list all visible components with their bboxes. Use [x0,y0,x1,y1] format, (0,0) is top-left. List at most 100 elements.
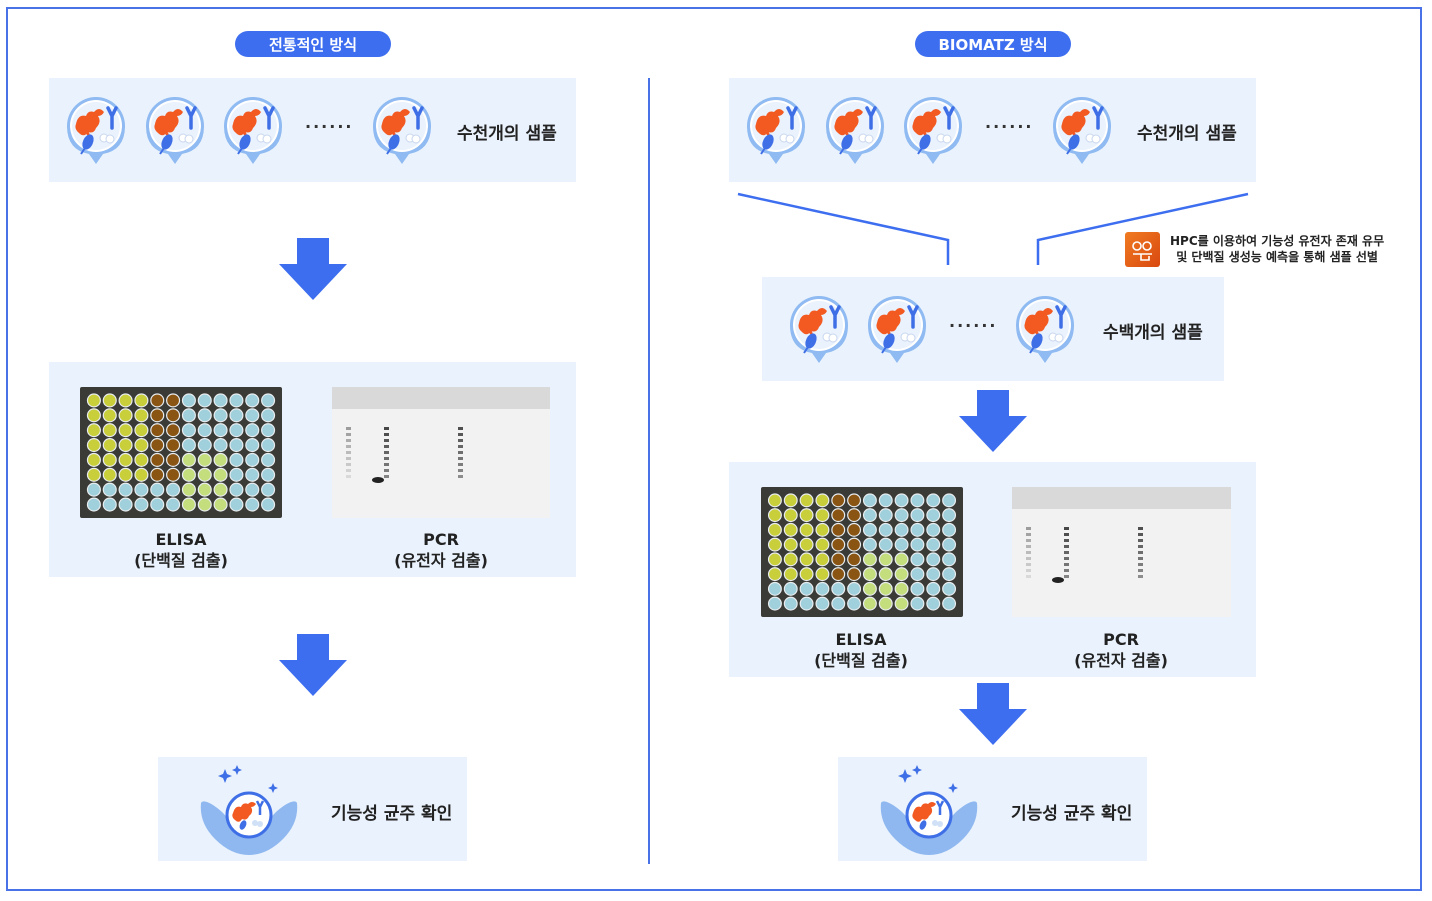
gel-band [384,427,389,430]
plate-well [86,497,101,512]
plate-well [102,482,117,497]
gel-band [1026,563,1031,566]
plate-well [831,522,846,537]
plate-well [213,408,228,423]
ellipsis-dots: ······ [985,117,1034,136]
pcr-title: PCR [423,530,459,549]
plate-well [213,423,228,438]
left-samples-panel [49,78,576,182]
plate-well [910,552,925,567]
gel-band [1064,533,1069,536]
down-arrow-icon [959,683,1027,745]
plate-well [229,482,244,497]
plate-well [166,393,181,408]
plate-well [229,408,244,423]
plate-well [783,552,798,567]
plate-well [894,581,909,596]
plate-well [181,497,196,512]
left-result-label: 기능성 균주 확인 [331,804,453,824]
plate-well [102,423,117,438]
plate-well [831,508,846,523]
gel-band [458,445,463,448]
plate-well [862,522,877,537]
gel-band [1026,575,1031,578]
plate-well [134,497,149,512]
plate-well [878,596,893,611]
gel-band [1026,551,1031,554]
plate-well [926,508,941,523]
plate-well [197,393,212,408]
plate-well [213,482,228,497]
elisa-subtitle: (단백질 검출) [134,551,228,570]
plate-well [862,552,877,567]
plate-well [150,482,165,497]
plate-well [197,482,212,497]
plate-well [245,497,260,512]
plate-well [166,408,181,423]
gel-band [1138,533,1143,536]
plate-well [910,508,925,523]
gel-band [384,433,389,436]
gel-band [1064,557,1069,560]
pcr-gel-image [1012,487,1231,617]
gel-band [1138,527,1143,530]
plate-well [847,596,862,611]
plate-well [799,508,814,523]
plate-well [862,567,877,582]
right-samples-panel [729,78,1256,182]
plate-well [181,452,196,467]
plate-well [862,493,877,508]
plate-well [831,537,846,552]
gel-band [1026,539,1031,542]
plate-well [831,567,846,582]
plate-well [799,567,814,582]
plate-well [862,596,877,611]
ellipsis-dots: ······ [305,117,354,136]
gel-band [384,469,389,472]
plate-well [134,438,149,453]
gel-band [1138,563,1143,566]
gel-band [458,451,463,454]
center-divider [648,78,650,864]
plate-well [926,537,941,552]
plate-well [181,467,196,482]
plate-well [245,393,260,408]
gel-band [1026,527,1031,530]
gel-band [1138,539,1143,542]
plate-well [847,581,862,596]
plate-well [86,438,101,453]
plate-well [245,423,260,438]
plate-well [245,482,260,497]
left-title: 전통적인 방식 [268,35,358,54]
down-arrow-icon [959,390,1027,452]
plate-well [878,552,893,567]
plate-well [261,423,276,438]
plate-well [166,452,181,467]
gel-band [1138,575,1143,578]
elisa-plate-image [80,387,282,518]
plate-well [878,537,893,552]
gel-band [1026,569,1031,572]
plate-well [197,438,212,453]
plate-well [910,493,925,508]
plate-well [118,408,133,423]
plate-well [767,581,782,596]
plate-well [229,393,244,408]
plate-well [229,497,244,512]
plate-well [102,497,117,512]
plate-well [261,452,276,467]
plate-well [767,596,782,611]
plate-well [815,493,830,508]
ellipsis-dots: ······ [949,316,998,335]
plate-well [815,581,830,596]
plate-well [134,482,149,497]
plate-well [166,423,181,438]
plate-well [926,581,941,596]
plate-well [847,493,862,508]
pcr-title: PCR [1103,630,1139,649]
filtered-samples-label: 수백개의 샘플 [1103,323,1203,343]
plate-well [942,508,957,523]
plate-well [181,482,196,497]
plate-well [910,581,925,596]
plate-well [150,408,165,423]
